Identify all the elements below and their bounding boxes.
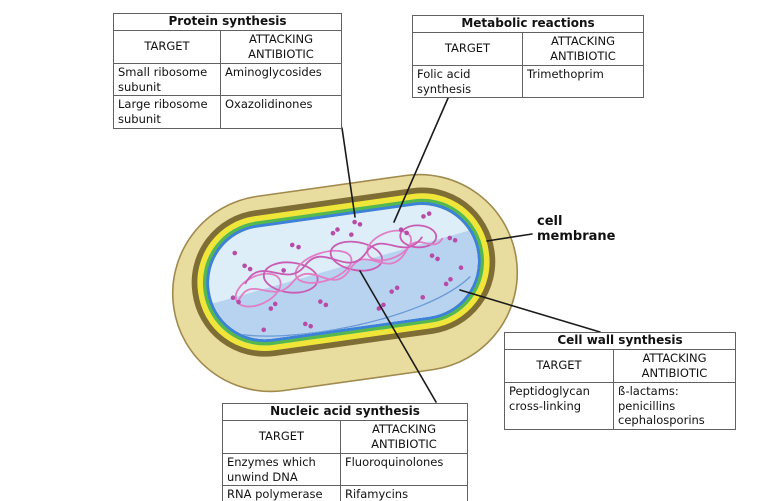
callout-line-cell-membrane [486, 233, 533, 242]
column-header-target: TARGET [504, 348, 614, 383]
table-title: Metabolic reactions [412, 15, 644, 33]
antibiotic-cell: Oxazolidinones [220, 95, 342, 130]
column-header-attacking-antibiotic: ATTACKING ANTIBIOTIC [522, 31, 644, 66]
table-cell-wall-synthesis: Cell wall synthesis TARGET ATTACKING ANT… [504, 332, 736, 431]
column-header-attacking-antibiotic: ATTACKING ANTIBIOTIC [613, 348, 736, 383]
table-row: Small ribosome subunit Aminoglycosides [113, 62, 342, 97]
table-title: Nucleic acid synthesis [222, 403, 468, 421]
target-cell: Enzymes which unwind DNA [222, 452, 341, 487]
ribosome-dots [230, 211, 464, 333]
dna-strand [234, 224, 444, 308]
table-title: Protein synthesis [113, 13, 342, 31]
inner-membrane-line [230, 276, 471, 337]
callout-line-metabolic-reactions [393, 88, 453, 223]
table-row: Large ribosome subunit Oxazolidinones [113, 95, 342, 130]
table-row: Peptidoglycan cross-linking ß-lactams: p… [504, 381, 736, 431]
column-header-attacking-antibiotic: ATTACKING ANTIBIOTIC [220, 29, 342, 64]
target-cell: Small ribosome subunit [113, 62, 221, 97]
table-metabolic-reactions: Metabolic reactions TARGET ATTACKING ANT… [412, 15, 644, 99]
target-cell: RNA polymerase [222, 485, 341, 501]
table-nucleic-acid-synthesis: Nucleic acid synthesis TARGET ATTACKING … [222, 403, 468, 501]
callout-line-nucleic-acid-synthesis [359, 270, 437, 403]
table-row: Folic acid synthesis Trimethoprim [412, 64, 644, 99]
callout-line-cell-wall-synthesis [459, 289, 601, 333]
table-row: Enzymes which unwind DNA Fluoroquinolone… [222, 452, 468, 487]
target-cell: Folic acid synthesis [412, 64, 523, 99]
column-header-target: TARGET [222, 419, 341, 454]
target-cell: Large ribosome subunit [113, 95, 221, 130]
antibiotic-cell: Fluoroquinolones [340, 452, 468, 487]
antibiotic-cell: Rifamycins [340, 485, 468, 501]
antibiotic-cell: ß-lactams: penicillins cephalosporins [613, 381, 736, 431]
bacterial-cell-illustration [171, 173, 519, 393]
table-row: RNA polymerase Rifamycins [222, 485, 468, 501]
cell-membrane-label: cell membrane [537, 214, 616, 245]
cell-wall-layers [191, 187, 496, 357]
table-protein-synthesis: Protein synthesis TARGET ATTACKING ANTIB… [113, 13, 342, 130]
target-cell: Peptidoglycan cross-linking [504, 381, 614, 431]
column-header-target: TARGET [412, 31, 523, 66]
antibiotic-cell: Aminoglycosides [220, 62, 342, 97]
column-header-target: TARGET [113, 29, 221, 64]
column-header-attacking-antibiotic: ATTACKING ANTIBIOTIC [340, 419, 468, 454]
callout-line-protein-synthesis [341, 127, 356, 218]
table-title: Cell wall synthesis [504, 332, 736, 350]
antibiotic-cell: Trimethoprim [522, 64, 644, 99]
